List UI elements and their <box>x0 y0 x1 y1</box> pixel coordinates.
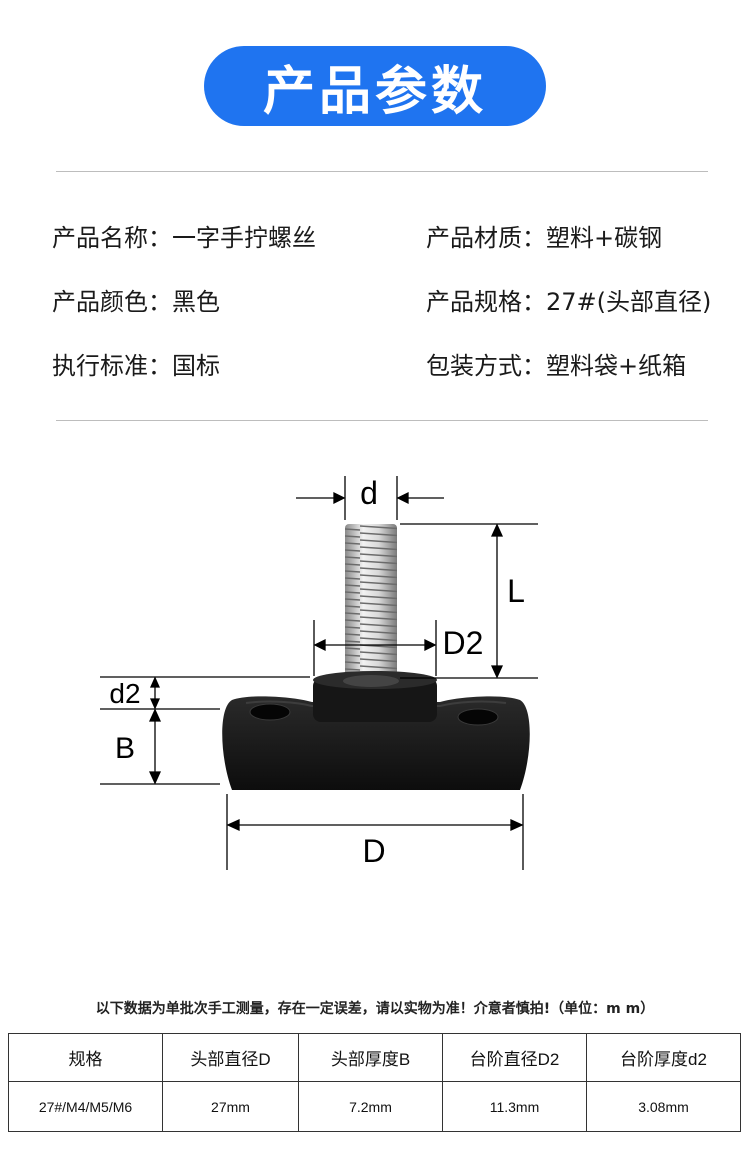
table-cell: 3.08mm <box>586 1081 741 1132</box>
dimension-head-diameter <box>226 794 524 870</box>
table-cell: 11.3mm <box>442 1081 587 1132</box>
table-cell: 27#/M4/M5/M6 <box>8 1081 163 1132</box>
spec-packaging: 包装方式：塑料袋+纸箱 <box>426 352 687 380</box>
label-b: B <box>115 732 135 765</box>
dimension-d2-step-diameter <box>313 620 437 676</box>
divider-bottom <box>56 420 708 421</box>
spec-color: 产品颜色：黑色 <box>52 288 220 316</box>
screw-dimension-diagram: d L D2 d2 B D <box>100 475 538 870</box>
dimension-d <box>296 476 444 520</box>
knob-head <box>222 696 530 790</box>
table-cell: 7.2mm <box>298 1081 443 1132</box>
spec-size: 产品规格：27#(头部直径) <box>426 288 712 316</box>
table-cell: 27mm <box>162 1081 299 1132</box>
measurement-note: 以下数据为单批次手工测量，存在一定误差，请以实物为准！介意者慎拍!（单位：m m… <box>95 1001 655 1017</box>
mount-hole-left <box>249 703 291 721</box>
mount-hole-right <box>457 708 499 726</box>
label-head-diameter: D <box>362 833 385 869</box>
table-row: 27#/M4/M5/M6 27mm 7.2mm 11.3mm 3.08mm <box>8 1081 741 1132</box>
table-header-row: 规格 头部直径D 头部厚度B 台阶直径D2 台阶厚度d2 <box>8 1033 741 1082</box>
dimension-l <box>400 523 538 679</box>
table-header-cell: 规格 <box>8 1033 163 1082</box>
label-l: L <box>507 573 525 609</box>
parameter-table: 规格 头部直径D 头部厚度B 台阶直径D2 台阶厚度d2 27#/M4/M5/M… <box>8 1033 741 1132</box>
label-d2-step-thickness: d2 <box>109 678 140 709</box>
label-d: d <box>360 475 378 511</box>
divider-top <box>56 171 708 172</box>
title-banner: 产品参数 <box>204 46 546 126</box>
table-header-cell: 头部直径D <box>162 1033 299 1082</box>
dimension-d2-step-thickness <box>100 676 310 710</box>
step-collar <box>313 671 437 722</box>
table-header-cell: 台阶厚度d2 <box>586 1033 741 1082</box>
spec-name: 产品名称：一字手拧螺丝 <box>52 224 316 252</box>
spec-standard: 执行标准：国标 <box>52 352 220 380</box>
table-header-cell: 头部厚度B <box>298 1033 443 1082</box>
page-title: 产品参数 <box>262 61 487 122</box>
thread-shaft <box>345 524 397 690</box>
dimension-b <box>100 708 220 785</box>
spec-material: 产品材质：塑料+碳钢 <box>426 224 663 252</box>
label-d2-step-diameter: D2 <box>443 625 484 661</box>
table-header-cell: 台阶直径D2 <box>442 1033 587 1082</box>
